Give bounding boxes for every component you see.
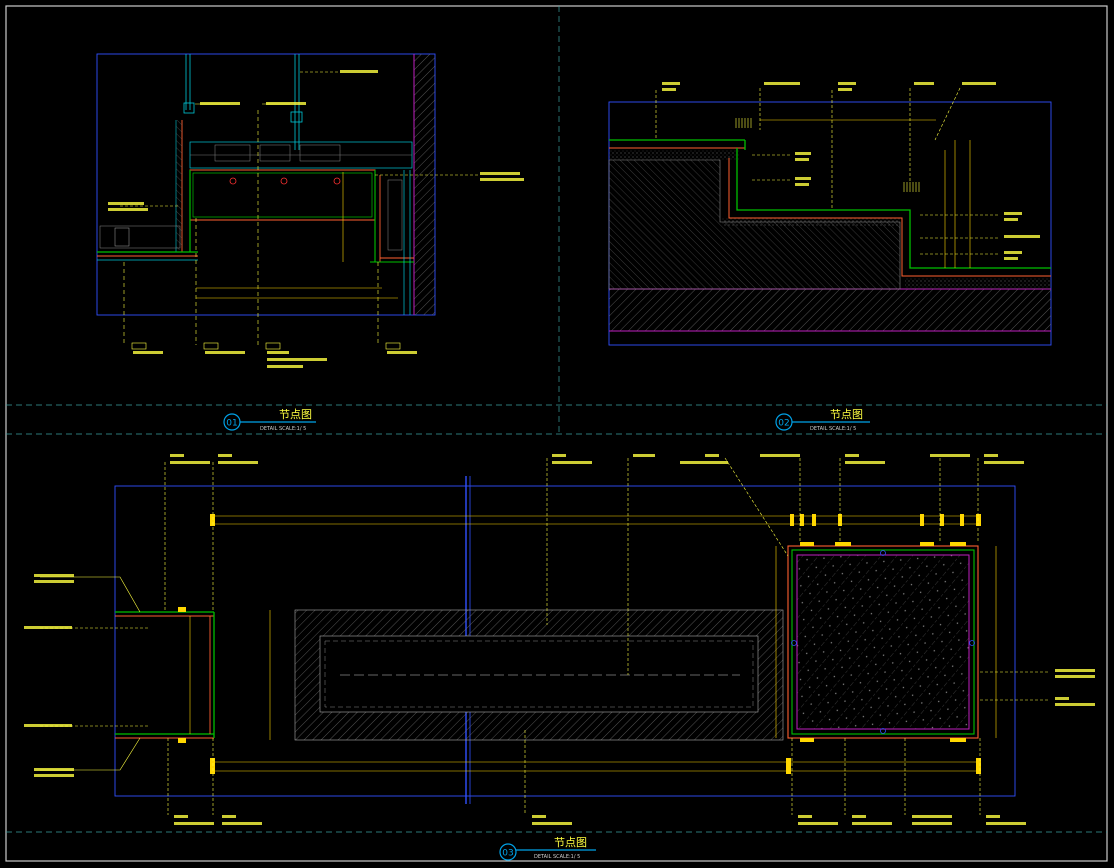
detail-title: 节点图 bbox=[554, 836, 587, 849]
downlight-icon bbox=[229, 177, 237, 185]
detail-title: 节点图 bbox=[279, 408, 312, 421]
detail-03-drawing bbox=[24, 454, 1095, 825]
detail-01-viewport bbox=[96, 53, 436, 316]
detail-subtitle: DETAIL SCALE:1/ 5 bbox=[260, 426, 306, 432]
detail-number: 02 bbox=[778, 419, 789, 429]
downlight-icon bbox=[333, 177, 341, 185]
detail-03-title-block: 03 节点图 DETAIL SCALE:1/ 5 bbox=[499, 836, 596, 861]
detail-subtitle: DETAIL SCALE:1/ 5 bbox=[810, 426, 856, 432]
detail-01-drawing bbox=[96, 53, 524, 368]
detail-number: 01 bbox=[226, 419, 237, 429]
detail-03-viewport bbox=[114, 485, 1016, 797]
wall-hatch bbox=[414, 54, 435, 315]
sheet-border bbox=[5, 5, 1108, 862]
detail-number: 03 bbox=[502, 849, 513, 859]
downlight-icon bbox=[280, 177, 288, 185]
detail-number-circle bbox=[499, 843, 517, 861]
detail-01-title-block: 01 节点图 DETAIL SCALE:1/ 5 bbox=[223, 408, 316, 432]
detail-02-drawing bbox=[608, 82, 1052, 346]
detail-subtitle: DETAIL SCALE:1/ 5 bbox=[534, 854, 580, 860]
detail-title: 节点图 bbox=[830, 408, 863, 421]
detail-02-title-block: 02 节点图 DETAIL SCALE:1/ 5 bbox=[775, 408, 870, 432]
